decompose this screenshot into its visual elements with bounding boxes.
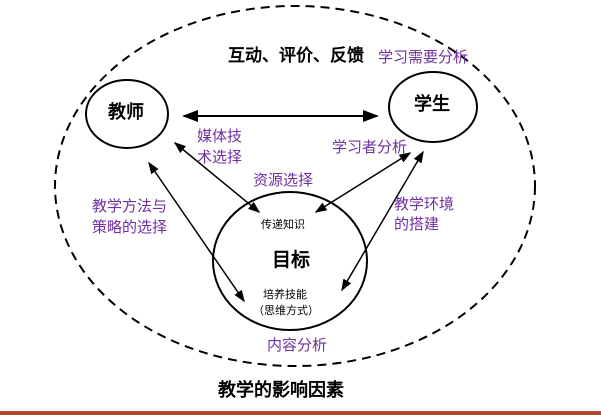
student-circle	[388, 71, 478, 143]
bottom-rule	[0, 411, 601, 415]
skills-item: 培养技能	[263, 288, 307, 301]
environment-label-2: 的搭建	[394, 215, 440, 233]
teacher-node: 教师	[108, 102, 144, 123]
environment-label-1: 教学环境	[394, 195, 455, 213]
knowledge-item: 传递知识	[261, 218, 305, 231]
teacher-circle	[85, 79, 169, 149]
method-label-2: 策略的选择	[92, 218, 168, 236]
needs-analysis-label: 学习需要分析	[378, 48, 469, 66]
goal-node: 目标	[272, 249, 311, 271]
student-node: 学生	[414, 94, 450, 115]
outer-dashed-boundary	[54, 5, 536, 367]
media-label-1: 媒体技	[197, 127, 243, 145]
diagram-title: 教学的影响因素	[218, 380, 344, 401]
method-label-1: 教学方法与	[92, 197, 168, 215]
learner-analysis-label: 学习者分析	[332, 138, 408, 156]
resource-label: 资源选择	[253, 171, 314, 189]
arrow-teacher-skills	[148, 161, 245, 303]
content-analysis-label: 内容分析	[267, 336, 328, 354]
interaction-label: 互动、评价、反馈	[228, 46, 364, 66]
media-label-2: 术选择	[197, 148, 243, 166]
thinking-item: （思维方式）	[253, 304, 319, 317]
arrow-student-skills	[341, 150, 424, 292]
